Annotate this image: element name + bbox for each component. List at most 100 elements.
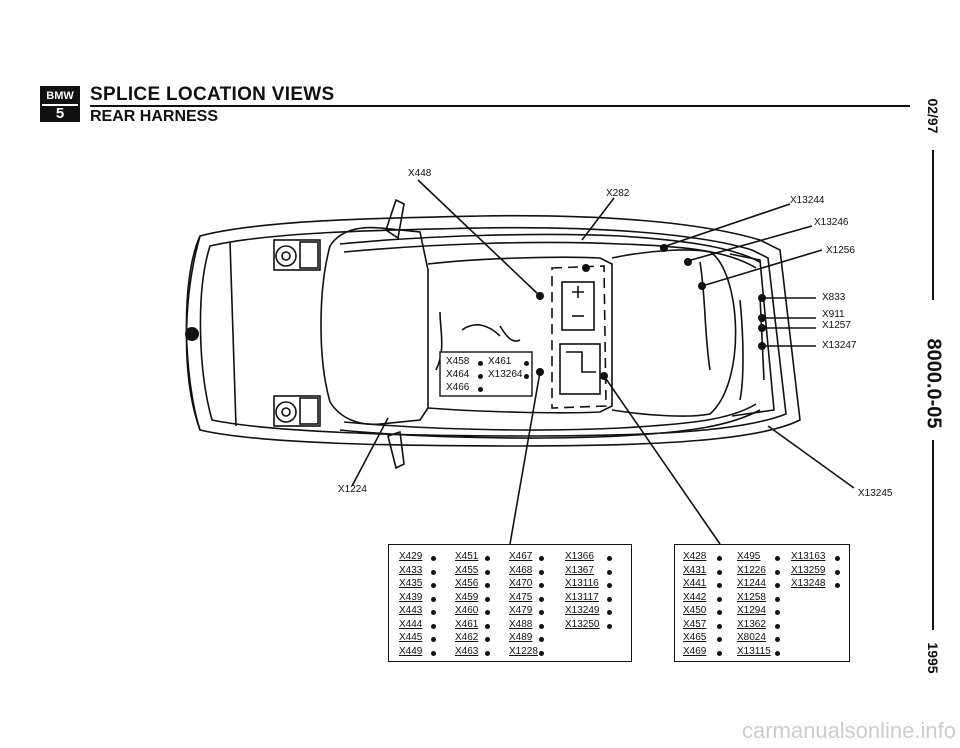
splice-cell: X441 <box>683 578 707 589</box>
splice-dot <box>775 556 780 561</box>
splice-cell: X469 <box>683 645 707 657</box>
splice-dot <box>775 637 780 642</box>
page-subtitle: REAR HARNESS <box>90 108 219 125</box>
splice-dot <box>717 596 722 602</box>
splice-cell: X1228 <box>509 645 538 657</box>
splice-dot <box>431 583 436 588</box>
splice-dot <box>478 374 483 379</box>
splice-cell: X13163 <box>791 551 826 562</box>
splice-cell: X495 <box>737 551 761 562</box>
page-title: SPLICE LOCATION VIEWS <box>90 84 335 105</box>
callout-x833: X833 <box>822 292 846 303</box>
splice-cell: X1244 <box>737 578 766 589</box>
splice-cell: X467 <box>509 551 533 562</box>
splice-cell: X1294 <box>737 605 766 616</box>
splice-cell: X475 <box>509 591 533 603</box>
splice-dot <box>775 596 780 602</box>
splice-cell: X488 <box>509 618 533 630</box>
callout-x1224: X1224 <box>338 484 367 495</box>
splice-dot <box>485 596 490 602</box>
splice-dot <box>431 650 436 656</box>
splice-cell: X1367 <box>565 564 594 576</box>
splice-cell: X429 <box>399 551 423 562</box>
splice-dot <box>478 361 483 366</box>
splice-cell: X489 <box>509 632 533 643</box>
splice-cell: X462 <box>455 632 479 643</box>
splice-cell: X433 <box>399 564 423 576</box>
margin-line-top <box>932 150 934 300</box>
splice-dot <box>607 610 612 615</box>
splice-cell: X13115 <box>737 645 771 657</box>
margin-line-bottom <box>932 440 934 630</box>
splice-dot <box>775 569 780 575</box>
splice-cell: X479 <box>509 605 533 616</box>
splice-cell: X439 <box>399 591 423 603</box>
splice-cell: X468 <box>509 564 533 576</box>
splice-dot <box>478 387 483 392</box>
splice-cell: X442 <box>683 591 707 603</box>
splice-cell: X445 <box>399 632 423 643</box>
splice-dot <box>717 556 722 561</box>
splice-cell: X444 <box>399 618 423 630</box>
splice-dot <box>717 637 722 642</box>
splice-cell: X13248 <box>791 578 826 589</box>
splice-dot <box>775 610 780 615</box>
splice-cell: X13259 <box>791 564 826 576</box>
splice-cell: X460 <box>455 605 479 616</box>
splice-cell: X431 <box>683 564 707 576</box>
splice-dot <box>431 637 436 642</box>
splice-dot <box>607 583 612 588</box>
inner-legend-cell: X464 <box>446 369 470 380</box>
splice-cell: X1226 <box>737 564 766 576</box>
callout-x1256: X1256 <box>826 245 855 256</box>
splice-dot <box>775 650 780 656</box>
splice-dot <box>717 610 722 615</box>
callout-x448: X448 <box>408 168 432 179</box>
logo-brand: BMW <box>42 88 78 104</box>
splice-dot <box>485 637 490 642</box>
splice-dot <box>717 569 722 575</box>
splice-dot <box>539 637 544 642</box>
splice-dot <box>775 583 780 588</box>
splice-dot <box>524 374 529 379</box>
splice-dot <box>485 610 490 615</box>
splice-dot <box>775 623 780 629</box>
splice-cell: X13249 <box>565 605 600 616</box>
splice-dot <box>539 596 544 602</box>
splice-cell: X443 <box>399 605 423 616</box>
splice-dot <box>539 623 544 629</box>
splice-dot <box>485 623 490 629</box>
splice-cell: X8024 <box>737 632 766 643</box>
logo-series: 5 <box>42 104 78 122</box>
watermark: carmanualsonline.info <box>741 718 956 743</box>
callout-x282: X282 <box>606 188 630 199</box>
callout-x13245: X13245 <box>858 488 893 499</box>
splice-dot <box>607 569 612 575</box>
splice-dot <box>485 583 490 588</box>
splice-cell: X450 <box>683 605 707 616</box>
splice-dot <box>431 610 436 615</box>
header-rule <box>90 105 910 107</box>
splice-cell: X1366 <box>565 551 594 562</box>
splice-cell: X449 <box>399 645 423 657</box>
inner-legend-cell: X458 <box>446 356 470 367</box>
splice-cell: X461 <box>455 618 479 630</box>
splice-dot <box>431 623 436 629</box>
callout-x911: X911 <box>822 309 845 320</box>
bmw-logo-badge: BMW 5 <box>40 86 80 122</box>
splice-dot <box>431 596 436 602</box>
splice-dot <box>539 556 544 561</box>
splice-cell: X470 <box>509 578 533 589</box>
splice-dot <box>539 650 544 656</box>
splice-dot <box>539 610 544 615</box>
splice-dot <box>607 623 612 629</box>
splice-cell: X465 <box>683 632 707 643</box>
inner-legend-cell: X461 <box>488 356 512 367</box>
splice-cell: X13117 <box>565 591 599 603</box>
splice-dot <box>431 556 436 561</box>
splice-dot <box>539 583 544 588</box>
splice-dot <box>835 556 840 561</box>
splice-cell: X451 <box>455 551 479 562</box>
callout-x13246: X13246 <box>814 217 849 228</box>
callout-x13247: X13247 <box>822 340 857 351</box>
